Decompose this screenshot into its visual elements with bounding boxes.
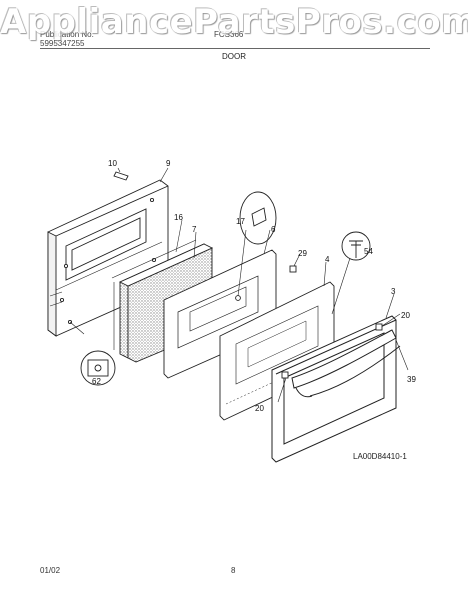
model-number: FCS366 <box>214 30 244 39</box>
callout-54: 54 <box>364 247 373 256</box>
callout-9: 9 <box>166 159 171 168</box>
footer-date: 01/02 <box>40 566 61 575</box>
door-handle <box>291 329 401 398</box>
callout-7: 7 <box>192 225 197 234</box>
part-54-detail <box>341 231 371 261</box>
callout-29: 29 <box>298 249 307 258</box>
leader-lines <box>69 167 409 403</box>
callout-62: 62 <box>92 377 101 386</box>
callout-6: 6 <box>271 225 276 234</box>
header-rule <box>40 48 430 49</box>
callout-10: 10 <box>108 159 117 168</box>
callout-3: 3 <box>391 287 396 296</box>
screw-10 <box>113 171 129 181</box>
publication-info: Publication No. 5995347255 <box>40 30 94 48</box>
callout-4: 4 <box>325 255 330 264</box>
callout-39: 39 <box>407 375 416 384</box>
callout-17: 17 <box>236 217 245 226</box>
callout-20-bottom: 20 <box>255 404 264 413</box>
part-17-detail <box>239 191 277 245</box>
publication-label: Publication No. <box>40 30 94 39</box>
clips-20 <box>281 323 383 379</box>
drawing-id: LA00D84410-1 <box>353 452 407 461</box>
footer-page-number: 8 <box>231 566 236 575</box>
part-62-detail <box>80 350 116 386</box>
callout-20-top: 20 <box>401 311 410 320</box>
callout-16: 16 <box>174 213 183 222</box>
screw-29 <box>289 265 297 273</box>
publication-number: 5995347255 <box>40 39 85 48</box>
section-title: DOOR <box>222 52 246 61</box>
